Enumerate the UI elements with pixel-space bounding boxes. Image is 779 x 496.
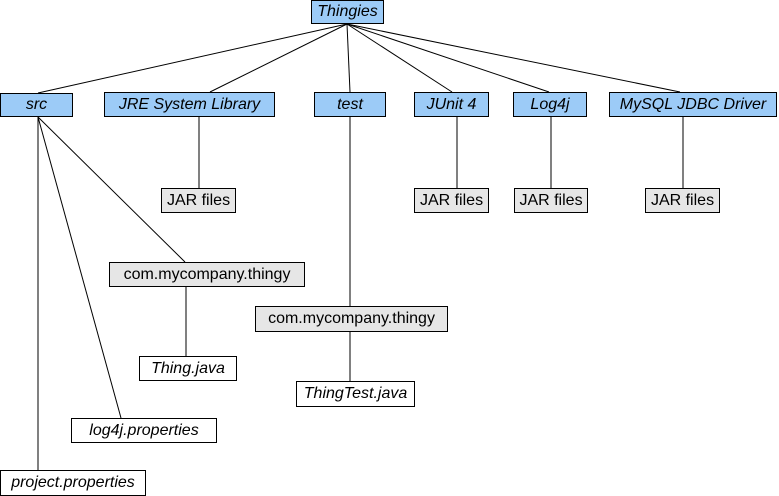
node-test[interactable]: test [314, 92, 386, 117]
node-src-package[interactable]: com.mycompany.thingy [109, 262, 305, 287]
node-thingies[interactable]: Thingies [311, 0, 384, 24]
edge-root-src [37, 23, 348, 94]
node-log4j[interactable]: Log4j [513, 92, 587, 117]
node-log4j-properties[interactable]: log4j.properties [71, 418, 217, 443]
edge-root-junit [346, 23, 453, 93]
node-jar-files-junit[interactable]: JAR files [414, 188, 489, 213]
edge-root-mysql [346, 23, 681, 93]
edge-root-log4j [346, 23, 550, 93]
node-jar-files-log4j[interactable]: JAR files [514, 188, 588, 213]
edge-root-test [346, 23, 351, 93]
node-test-package[interactable]: com.mycompany.thingy [255, 306, 448, 332]
node-thing-java[interactable]: Thing.java [139, 356, 237, 381]
node-thingtest-java[interactable]: ThingTest.java [296, 381, 415, 407]
node-junit4[interactable]: JUnit 4 [414, 92, 489, 117]
node-src[interactable]: src [0, 93, 73, 117]
node-project-properties[interactable]: project.properties [0, 470, 146, 496]
edge-src-log4jprops [37, 116, 122, 419]
node-jar-files-jre[interactable]: JAR files [161, 188, 236, 213]
node-jar-files-mysql[interactable]: JAR files [645, 188, 720, 213]
edge-root-jre [209, 23, 348, 93]
edge-src-package [37, 116, 186, 263]
node-jre-system-library[interactable]: JRE System Library [104, 92, 275, 117]
node-mysql-jdbc-driver[interactable]: MySQL JDBC Driver [609, 92, 777, 117]
